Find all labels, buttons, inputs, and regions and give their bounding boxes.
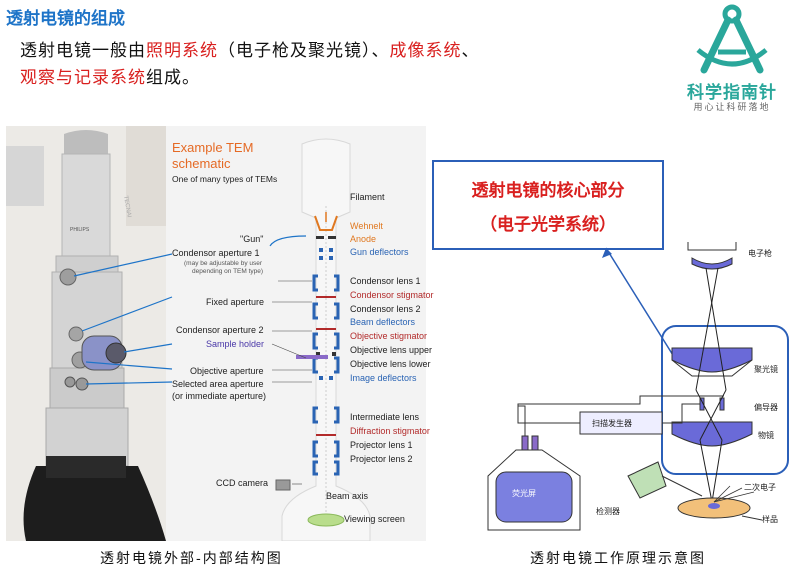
tem-structure-figure: PHILIPS TECNAI Example TEM schematic One…	[6, 126, 434, 541]
label-scan-generator: 扫描发生器	[592, 419, 632, 428]
tem-photo: PHILIPS TECNAI	[6, 126, 166, 541]
label-deflector: 偏导器	[754, 403, 778, 412]
label-intermediate-lens: Intermediate lens	[350, 412, 420, 422]
intro-part-3: 、	[461, 41, 480, 61]
tem-model-label: TECNAI	[122, 195, 132, 218]
compass-logo-icon	[696, 4, 768, 74]
left-figure-caption: 透射电镜外部-内部结构图	[100, 551, 283, 567]
label-diffraction-stigmator: Diffraction stigmator	[350, 426, 430, 436]
label-projector-lens-1: Projector lens 1	[350, 440, 413, 450]
label-selected-area-aperture: Selected area aperture	[172, 379, 264, 389]
label-condenser-aperture-1-note-1: (may be adjustable by user	[184, 260, 263, 267]
core-callout-line-1: 透射电镜的核心部分	[471, 181, 625, 201]
core-callout-line-2: （电子光学系统）	[480, 215, 616, 235]
intro-highlight-observation: 观察与记录系统	[20, 68, 146, 88]
label-condenser-aperture-2: Condensor aperture 2	[176, 325, 264, 335]
label-sample: 样品	[762, 515, 778, 524]
page-title: 透射电镜的组成	[6, 9, 125, 29]
schematic-subtitle: One of many types of TEMs	[172, 174, 278, 184]
label-condenser-aperture-1-note-2: depending on TEM type)	[192, 268, 264, 275]
label-secondary-electrons: 二次电子	[744, 483, 776, 492]
label-objective-lens: 物镜	[758, 431, 774, 440]
label-projector-lens-2: Projector lens 2	[350, 454, 413, 464]
intro-part-4: 组成。	[146, 68, 200, 88]
label-sample-holder: Sample holder	[206, 339, 265, 349]
label-electron-gun: 电子枪	[748, 249, 772, 258]
label-detector: 检测器	[596, 507, 620, 516]
label-condenser-lens-2: Condensor lens 2	[350, 304, 421, 314]
label-fixed-aperture: Fixed aperture	[206, 297, 265, 307]
label-objective-aperture: Objective aperture	[190, 366, 264, 376]
right-figure-caption: 透射电镜工作原理示意图	[530, 551, 706, 567]
intro-part-2: （电子枪及聚光镜）、	[218, 41, 390, 61]
label-beam-axis: Beam axis	[326, 491, 369, 501]
logo-slogan: 用心让科研落地	[693, 103, 771, 113]
tem-schematic-diagram	[73, 138, 371, 541]
label-anode: Anode	[350, 234, 377, 244]
label-objective-stigmator: Objective stigmator	[350, 331, 428, 341]
label-viewing-screen: Viewing screen	[344, 514, 405, 524]
tem-principle-diagram	[487, 242, 789, 531]
label-wehnelt: Wehnelt	[350, 221, 383, 231]
label-ccd-camera: CCD camera	[216, 478, 269, 488]
brand-logo: 科学指南针 用心让科研落地	[676, 2, 788, 116]
label-objective-lens-upper: Objective lens upper	[350, 345, 433, 355]
label-image-deflectors: Image deflectors	[350, 373, 417, 383]
intro-highlight-illumination: 照明系统	[146, 41, 218, 61]
tem-brand-label: PHILIPS	[70, 227, 90, 233]
label-condenser-stigmator: Condensor stigmator	[350, 290, 434, 300]
label-selected-area-note: (or immediate aperture)	[172, 391, 267, 401]
label-condenser-lens-1: Condensor lens 1	[350, 276, 421, 286]
schematic-title-line-1: Example TEM	[172, 140, 254, 155]
label-condenser-aperture-1: Condensor aperture 1	[172, 248, 260, 258]
core-callout-box: 透射电镜的核心部分 （电子光学系统）	[432, 160, 664, 250]
label-screen: 荧光屏	[512, 489, 536, 498]
intro-highlight-imaging: 成像系统	[389, 41, 462, 61]
label-condenser-lens: 聚光镜	[754, 365, 778, 374]
label-gun-deflectors: Gun deflectors	[350, 247, 409, 257]
schematic-title: Example TEM schematic	[172, 140, 292, 172]
label-objective-lens-lower: Objective lens lower	[350, 359, 431, 369]
intro-part-1: 透射电镜一般由	[20, 41, 146, 61]
label-beam-deflectors: Beam deflectors	[350, 317, 416, 327]
label-gun: "Gun"	[240, 234, 264, 244]
logo-name: 科学指南针	[687, 83, 777, 103]
intro-text: 透射电镜一般由照明系统（电子枪及聚光镜）、成像系统、观察与记录系统组成。	[20, 38, 620, 92]
label-filament: Filament	[350, 192, 385, 202]
schematic-title-line-2: schematic	[172, 156, 231, 171]
